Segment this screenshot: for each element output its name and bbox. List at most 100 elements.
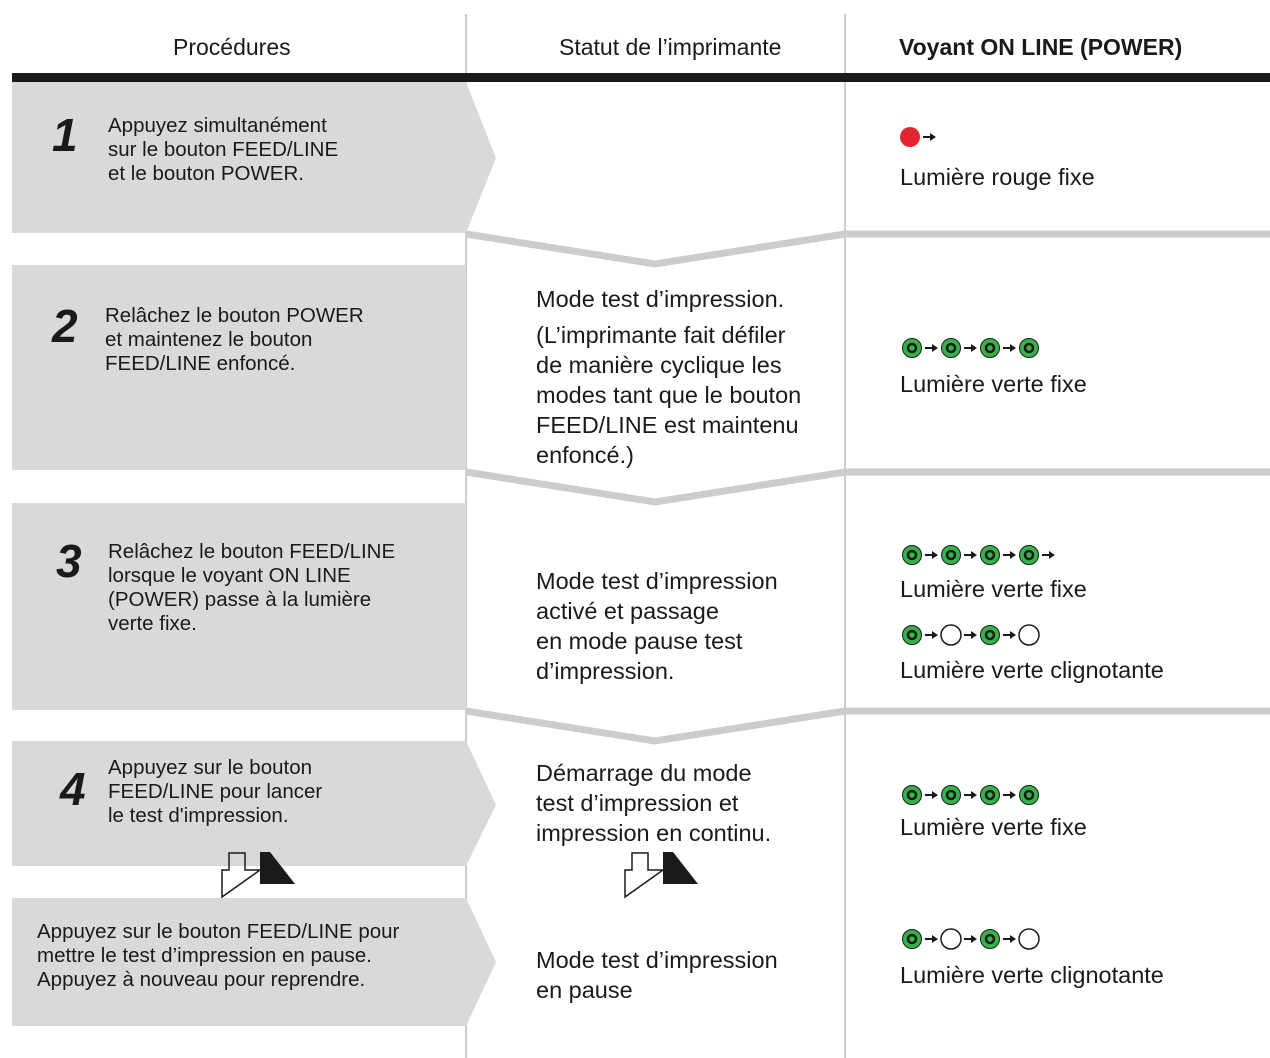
led-green-icon-center <box>906 933 918 945</box>
step-2-status-line: enfoncé.) <box>536 442 634 468</box>
led-off-icon <box>940 928 962 950</box>
step-1-number: 1 <box>52 109 78 161</box>
led-green-icon-center <box>1023 549 1035 561</box>
arrow-right-icon <box>1003 551 1016 559</box>
step-5-procedure-line: Appuyez à nouveau pour reprendre. <box>37 968 366 991</box>
step-3-procedure-line: (POWER) passe à la lumière <box>108 588 372 611</box>
step-3-procedure-line: Relâchez le bouton FEED/LINE <box>108 540 396 563</box>
header-procedures: Procédures <box>173 34 291 60</box>
step-5-procedure-line: mettre le test d’impression en pause. <box>37 944 372 967</box>
step-2-procedure-line: et maintenez le bouton <box>105 328 313 351</box>
led-green-icon <box>902 929 922 949</box>
step-3-status-line: en mode pause test <box>536 628 743 654</box>
step-4-panel <box>12 741 496 866</box>
step-1-procedure-line: sur le bouton FEED/LINE <box>108 138 339 161</box>
step-2-panel <box>12 265 466 470</box>
arrow-right-icon <box>923 133 936 141</box>
step-2-number: 2 <box>52 300 78 352</box>
header-rule <box>12 73 1270 82</box>
led-green-icon <box>980 545 1000 565</box>
led-green-icon <box>1019 785 1039 805</box>
arrow-right-icon <box>1042 551 1055 559</box>
led-green-icon-center <box>984 549 996 561</box>
led-green-icon <box>941 545 961 565</box>
led-green-icon <box>941 338 961 358</box>
led-off-icon <box>1018 928 1040 950</box>
step-4-procedure-line: Appuyez sur le bouton <box>108 756 312 779</box>
row-divider-1 <box>465 230 1270 268</box>
step-4-status-line: Démarrage du mode <box>536 760 752 786</box>
arrow-right-icon <box>925 935 938 943</box>
led-green-icon <box>1019 545 1039 565</box>
step-3-led-sequence <box>901 542 1059 568</box>
arrow-right-icon <box>964 631 977 639</box>
step-3-status-line: d’impression. <box>536 658 675 684</box>
transition-arrow-status <box>624 852 698 899</box>
step-4-status: Démarrage du mode test d’impression et i… <box>536 758 771 848</box>
header-online-led: Voyant ON LINE (POWER) <box>899 34 1183 60</box>
led-green-icon <box>980 625 1000 645</box>
led-green-icon-center <box>945 789 957 801</box>
arrow-right-icon <box>964 791 977 799</box>
step-2-status: Mode test d’impression. (L’imprimante fa… <box>536 284 801 470</box>
arrow-right-icon <box>925 551 938 559</box>
step-3-status-line: activé et passage <box>536 598 719 624</box>
step-2-status-line: de manière cyclique les <box>536 352 782 378</box>
led-green-icon <box>980 785 1000 805</box>
led-green-icon-center <box>984 789 996 801</box>
led-off-icon <box>940 624 962 646</box>
led-green-icon-center <box>906 789 918 801</box>
header-printer-status: Statut de l’imprimante <box>559 34 782 60</box>
step-3-led-label: Lumière verte fixe <box>900 576 1087 602</box>
step-4-procedure-line: FEED/LINE pour lancer <box>108 780 323 803</box>
step-2-procedure-line: Relâchez le bouton POWER <box>105 304 364 327</box>
step-3-led-sequence-blink <box>901 622 1042 648</box>
step-2-status-line: Mode test d’impression. <box>536 286 785 312</box>
arrow-right-icon <box>1003 791 1016 799</box>
led-green-icon-center <box>984 629 996 641</box>
step-3-panel <box>12 503 466 710</box>
led-green-icon <box>902 785 922 805</box>
step-3-number: 3 <box>56 535 82 587</box>
row-divider-3 <box>465 707 1270 745</box>
arrow-right-icon <box>925 344 938 352</box>
arrow-right-icon <box>964 551 977 559</box>
arrow-right-icon <box>1003 344 1016 352</box>
led-green-icon-center <box>945 549 957 561</box>
led-green-icon-center <box>984 342 996 354</box>
row-divider-2 <box>465 468 1270 506</box>
led-green-icon <box>980 338 1000 358</box>
arrow-right-icon <box>964 935 977 943</box>
step-4-status-line: test d’impression et <box>536 790 739 816</box>
step-5-led-sequence <box>901 926 1042 952</box>
step-2-status-line: FEED/LINE est maintenu <box>536 412 799 438</box>
led-green-icon <box>980 929 1000 949</box>
step-1-procedure-line: Appuyez simultanément <box>108 114 327 137</box>
led-red-icon <box>900 127 920 147</box>
transition-arrow-procedure <box>221 852 295 899</box>
step-5-status-line: Mode test d’impression <box>536 947 778 973</box>
led-green-icon-center <box>1023 342 1035 354</box>
step-3-status-line: Mode test d’impression <box>536 568 778 594</box>
led-green-icon <box>902 338 922 358</box>
step-2-led-sequence <box>901 335 1042 361</box>
led-off-icon <box>1018 624 1040 646</box>
arrow-right-icon <box>925 791 938 799</box>
step-2-led-label: Lumière verte fixe <box>900 371 1087 397</box>
led-green-icon <box>941 785 961 805</box>
led-green-icon-center <box>906 549 918 561</box>
led-green-icon <box>902 545 922 565</box>
step-2-status-line: modes tant que le bouton <box>536 382 802 408</box>
step-3-procedure-line: lorsque le voyant ON LINE <box>108 564 351 587</box>
arrow-right-icon <box>964 344 977 352</box>
step-1-procedure: Appuyez simultanément sur le bouton FEED… <box>108 114 338 186</box>
step-5-panel <box>12 898 496 1026</box>
led-green-icon <box>1019 338 1039 358</box>
arrow-right-icon <box>1003 631 1016 639</box>
led-green-icon-center <box>984 933 996 945</box>
step-4-status-line: impression en continu. <box>536 820 772 846</box>
led-green-icon-center <box>906 342 918 354</box>
step-4-led-label: Lumière verte fixe <box>900 814 1087 840</box>
step-1-panel <box>12 82 496 233</box>
